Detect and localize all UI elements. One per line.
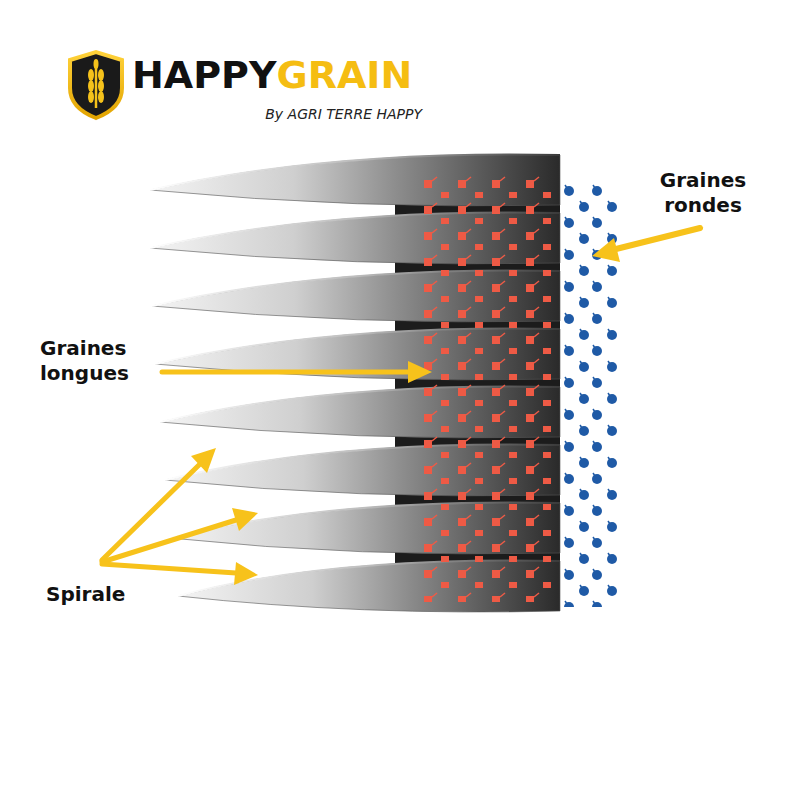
leader-line	[102, 564, 236, 573]
logo-shield	[70, 52, 122, 118]
arrow-head	[592, 238, 620, 262]
wheat-grain	[88, 69, 94, 81]
callout-label: Graines rondes	[638, 168, 768, 218]
arrow-head	[408, 361, 432, 383]
arrow-head	[234, 562, 258, 585]
callout-label: Spirale	[46, 582, 125, 607]
leader-line	[102, 520, 236, 562]
logo-text: HAPPY	[132, 52, 276, 100]
logo-subtitle: By AGRI TERRE HAPPY	[265, 106, 422, 124]
shield	[70, 52, 122, 118]
wheat-stem	[95, 66, 98, 108]
wheat-grain	[94, 59, 99, 69]
leader-line	[612, 228, 700, 250]
wheat-grain	[98, 69, 104, 81]
leader-arrows	[102, 228, 700, 585]
wheat-grain	[88, 91, 94, 103]
logo-text: GRAIN	[276, 52, 412, 100]
wheat-grain	[98, 80, 104, 92]
wheat-grain	[98, 91, 104, 103]
long-seeds	[420, 172, 555, 602]
wheat-grain	[88, 80, 94, 92]
arrow-head	[191, 448, 216, 473]
callout-label: Graines longues	[40, 336, 170, 386]
leader-line	[162, 370, 410, 375]
spiral-separator	[150, 154, 618, 612]
arrow-head	[232, 508, 258, 531]
